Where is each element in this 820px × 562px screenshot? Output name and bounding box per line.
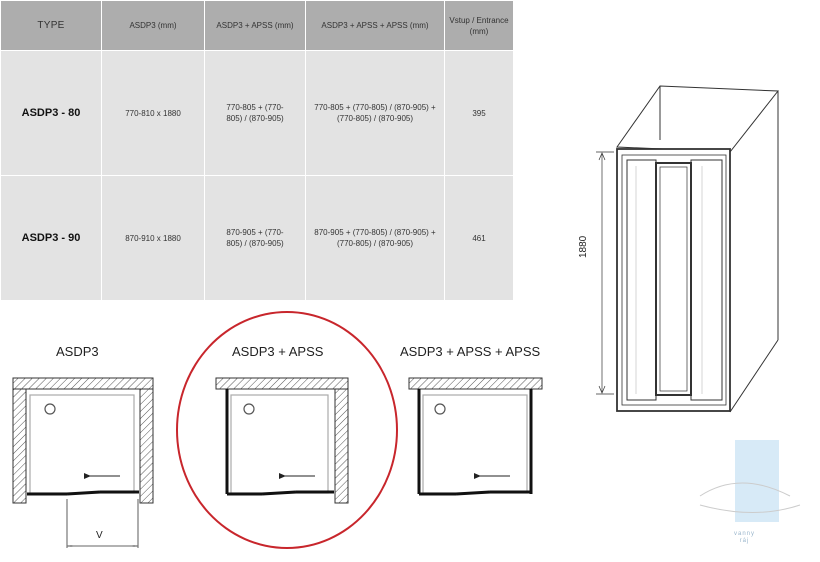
cell-text-line: 805) / (870-905) (226, 239, 284, 248)
table-row: ASDP3 - 90 870-910 x 1880 870-905 + (770… (0, 175, 514, 301)
cell-text-line: 870-905 + (770- (226, 228, 284, 237)
dimension-width-label: V (96, 530, 103, 541)
watermark-logo (699, 440, 801, 522)
cell-text-line: 805) / (870-905) (226, 114, 284, 123)
cell-asdp3-apss: 870-905 + (770- 805) / (870-905) (204, 175, 306, 301)
table-header-row: TYPE ASDP3 (mm) ASDP3 + APSS (mm) ASDP3 … (0, 0, 514, 51)
highlight-circle (176, 311, 398, 549)
cell-type: ASDP3 - 80 (0, 50, 102, 176)
cell-entrance: 461 (444, 175, 514, 301)
table-row: ASDP3 - 80 770-810 x 1880 770-805 + (770… (0, 50, 514, 176)
cell-text-line: 770-805 + (770- (226, 103, 284, 112)
header-entrance-line2: (mm) (469, 26, 489, 36)
watermark-line2: ráj (739, 538, 750, 544)
cell-entrance: 395 (444, 50, 514, 176)
variant-label-asdp3-apss-apss: ASDP3 + APSS + APSS (400, 344, 541, 359)
cell-text-line: (770-805) / (870-905) (336, 114, 414, 123)
diagram-asdp3-apss-apss (408, 377, 543, 496)
cell-asdp3-apss-apss: 770-805 + (770-805) / (870-905) + (770-8… (305, 50, 445, 176)
header-asdp3-apss: ASDP3 + APSS (mm) (204, 0, 306, 51)
watermark-text: vanny ráj (734, 531, 755, 545)
watermark-line1: vanny (734, 531, 756, 537)
cell-text-line: (770-805) / (870-905) (336, 239, 414, 248)
header-entrance: Vstup / Entrance (mm) (444, 0, 514, 51)
header-type: TYPE (0, 0, 102, 51)
header-entrance-line1: Vstup / Entrance (449, 15, 509, 25)
variant-label-asdp3: ASDP3 (56, 344, 99, 359)
dimension-height-label: 1880 (578, 235, 589, 258)
spec-table: TYPE ASDP3 (mm) ASDP3 + APSS (mm) ASDP3 … (0, 0, 514, 301)
cell-asdp3: 770-810 x 1880 (101, 50, 205, 176)
cell-text-line: 770-805 + (770-805) / (870-905) + (314, 103, 436, 112)
cell-asdp3-apss: 770-805 + (770- 805) / (870-905) (204, 50, 306, 176)
cell-type: ASDP3 - 90 (0, 175, 102, 301)
cell-asdp3: 870-910 x 1880 (101, 175, 205, 301)
diagram-asdp3 (12, 377, 154, 548)
header-asdp3-apss-apss: ASDP3 + APSS + APSS (mm) (305, 0, 445, 51)
cell-text-line: 870-905 + (770-805) / (870-905) + (314, 228, 436, 237)
cell-asdp3-apss-apss: 870-905 + (770-805) / (870-905) + (770-8… (305, 175, 445, 301)
enclosure-3d-drawing (596, 85, 779, 413)
